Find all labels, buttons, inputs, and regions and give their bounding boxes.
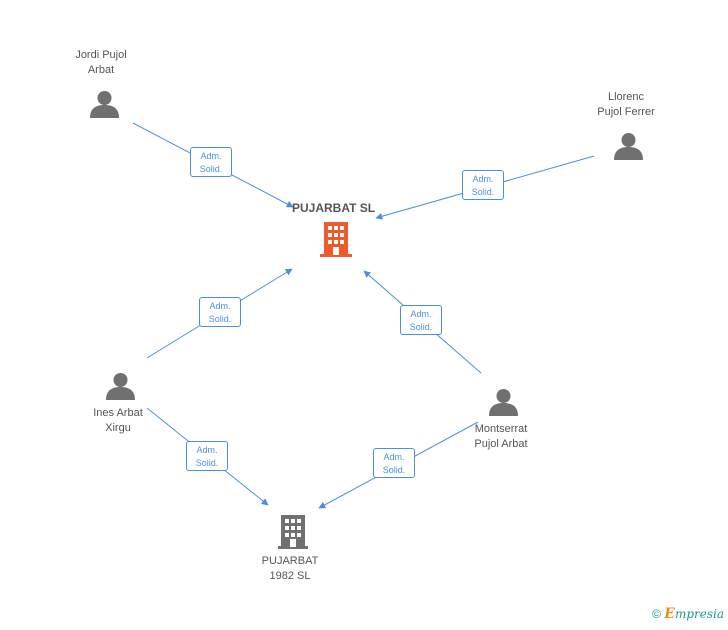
person-name-line2: Xirgu: [105, 422, 131, 434]
empresia-logo[interactable]: © Empresia: [652, 606, 724, 622]
building-icon[interactable]: [320, 222, 352, 257]
relation-label-line1: Adm.: [200, 151, 222, 161]
relation-label-line1: Adm.: [472, 174, 494, 184]
relation-label-line2: Solid.: [208, 314, 232, 324]
relation-badge[interactable]: Adm. Solid.: [400, 305, 442, 335]
person-icon[interactable]: [489, 387, 518, 417]
relation-label-line2: Solid.: [195, 458, 219, 468]
relation-badge[interactable]: Adm. Solid.: [373, 448, 415, 478]
person-label-jordi[interactable]: Jordi Pujol Arbat: [51, 48, 151, 78]
building-icon[interactable]: [278, 515, 308, 549]
relation-label-line1: Adm.: [209, 301, 231, 311]
brand-initial: E: [664, 606, 675, 622]
relation-label-line2: Solid.: [199, 164, 223, 174]
person-name-line2: Pujol Arbat: [474, 438, 528, 450]
relation-label-line2: Solid.: [471, 187, 495, 197]
person-icon[interactable]: [90, 89, 119, 119]
person-label-montserrat[interactable]: Montserrat Pujol Arbat: [451, 422, 551, 452]
company-label-pujarbat1982[interactable]: PUJARBAT 1982 SL: [240, 554, 340, 584]
person-name-line1: Montserrat: [474, 423, 528, 435]
relation-label-line1: Adm.: [410, 309, 432, 319]
company-name-line1: PUJARBAT: [261, 555, 319, 567]
relation-label-line1: Adm.: [196, 445, 218, 455]
person-label-ines[interactable]: Ines Arbat Xirgu: [68, 406, 168, 436]
person-icon[interactable]: [614, 131, 643, 161]
person-name-line2: Pujol Ferrer: [597, 106, 655, 118]
copyright-symbol: ©: [652, 607, 661, 621]
brand-name: mpresia: [674, 607, 724, 621]
person-name-line1: Llorenc: [607, 91, 645, 103]
relation-badge[interactable]: Adm. Solid.: [199, 297, 241, 327]
person-name-line1: Ines Arbat: [93, 407, 143, 419]
relation-badge[interactable]: Adm. Solid.: [190, 147, 232, 177]
company-name-line2: 1982 SL: [269, 570, 311, 582]
person-label-llorenc[interactable]: Llorenc Pujol Ferrer: [576, 90, 676, 120]
relation-badge[interactable]: Adm. Solid.: [462, 170, 504, 200]
person-name-line1: Jordi Pujol: [75, 49, 127, 61]
person-name-line2: Arbat: [87, 64, 115, 76]
company-label-pujarbat[interactable]: PUJARBAT SL: [292, 201, 376, 215]
relation-badge[interactable]: Adm. Solid.: [186, 441, 228, 471]
relation-label-line1: Adm.: [383, 452, 405, 462]
relation-label-line2: Solid.: [382, 465, 406, 475]
person-icon[interactable]: [106, 371, 135, 401]
relation-label-line2: Solid.: [409, 322, 433, 332]
